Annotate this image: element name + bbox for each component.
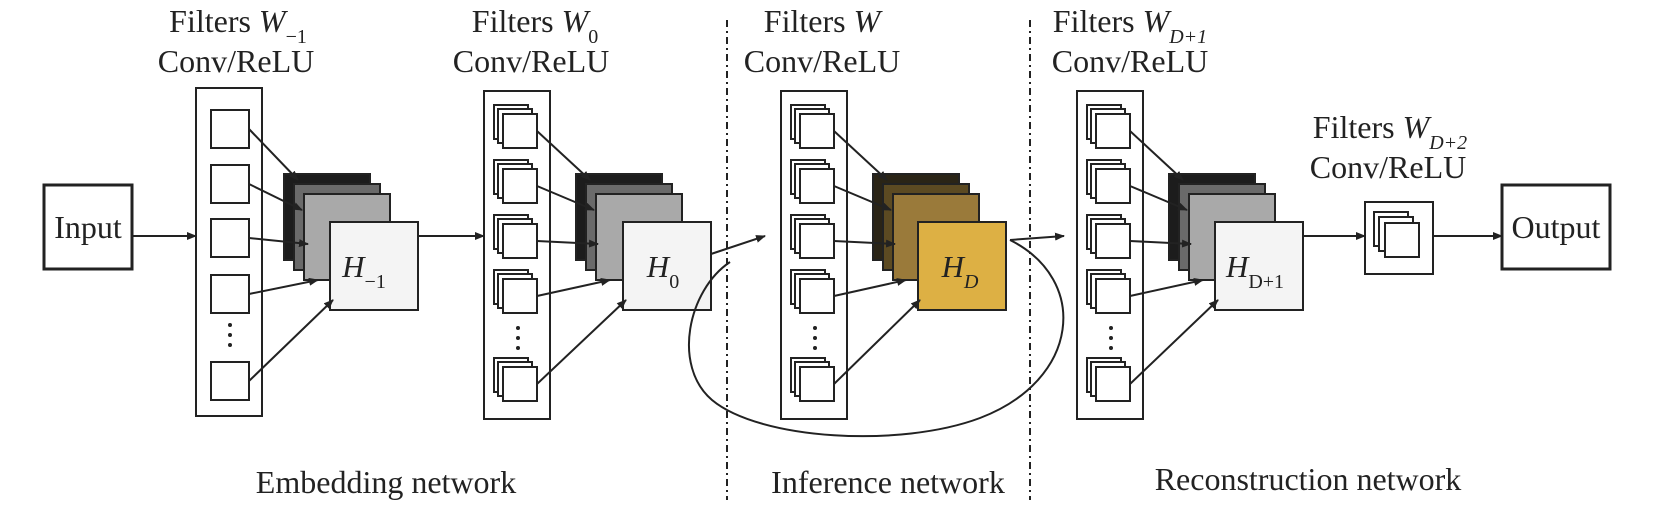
feature-map-h-minus1: H−1: [283, 173, 419, 311]
connections-bank4: [1129, 130, 1219, 385]
filters-w-title: Filters W Conv/ReLU: [744, 3, 900, 79]
section-label-reconstruction: Reconstruction network: [1155, 461, 1462, 497]
arrow-hd-to-reconstruction: [1009, 232, 1065, 241]
svg-text:HD+1: HD+1: [1225, 249, 1284, 293]
section-label-embedding: Embedding network: [256, 464, 516, 500]
filter-bank-wd1: [1076, 90, 1144, 420]
svg-text:Filters W−1: Filters W−1: [169, 3, 307, 48]
filters-w0-title: Filters W0 Conv/ReLU: [453, 3, 609, 79]
filter-bank-w: [780, 90, 848, 420]
svg-text:Conv/ReLU: Conv/ReLU: [1052, 43, 1208, 79]
output-block: Output: [1500, 183, 1612, 271]
svg-text:H0: H0: [646, 249, 679, 293]
section-label-inference: Inference network: [771, 464, 1005, 500]
svg-text:Filters W0: Filters W0: [472, 3, 598, 48]
svg-text:Input: Input: [54, 209, 122, 245]
input-block: Input: [42, 183, 134, 271]
svg-text:HD: HD: [941, 249, 979, 293]
filters-wd2-title: Filters WD+2 Conv/ReLU: [1310, 109, 1467, 185]
connections-bank2: [536, 130, 627, 385]
filter-bank-w-minus1: [195, 87, 263, 417]
feature-map-h0: H0: [575, 173, 712, 311]
filters-wd1-title: Filters WD+1 Conv/ReLU: [1052, 3, 1208, 79]
svg-text:H−1: H−1: [341, 249, 386, 293]
recursion-loop: [688, 239, 1065, 438]
svg-text:Filters WD+1: Filters WD+1: [1053, 3, 1207, 48]
svg-text:Conv/ReLU: Conv/ReLU: [453, 43, 609, 79]
svg-text:Conv/ReLU: Conv/ReLU: [158, 43, 314, 79]
arrow-h0-to-inference: [710, 235, 766, 255]
svg-text:Filters W: Filters W: [764, 3, 884, 39]
svg-text:Filters WD+2: Filters WD+2: [1313, 109, 1467, 154]
svg-text:Conv/ReLU: Conv/ReLU: [1310, 149, 1466, 185]
feature-map-hd: HD: [872, 173, 1007, 311]
svg-text:Output: Output: [1512, 209, 1601, 245]
filter-bank-w0: [483, 90, 551, 420]
feature-map-hd1: HD+1: [1168, 173, 1304, 311]
svg-text:Conv/ReLU: Conv/ReLU: [744, 43, 900, 79]
filters-w-minus1-title: Filters W−1 Conv/ReLU: [158, 3, 314, 79]
connections-bank1: [248, 128, 334, 382]
connections-bank3: [833, 130, 921, 385]
filter-bank-wd2: [1364, 201, 1434, 275]
